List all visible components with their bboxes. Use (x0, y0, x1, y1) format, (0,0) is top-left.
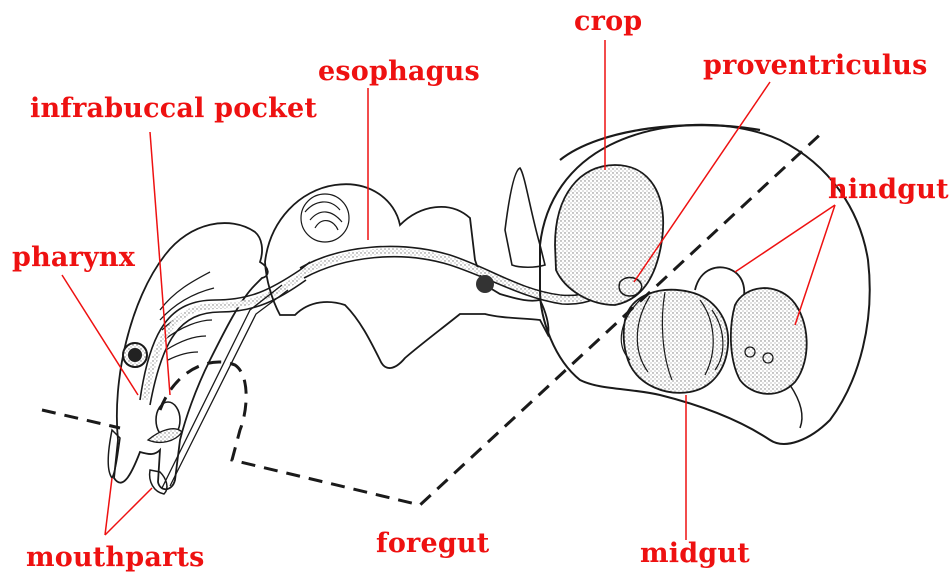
leader-hindgut-1 (735, 205, 835, 272)
label-proventriculus: proventriculus (703, 52, 928, 79)
mouthpart-lower (108, 430, 120, 478)
label-foregut: foregut (376, 530, 489, 557)
petiole-ganglion (476, 275, 494, 293)
label-mouthparts: mouthparts (26, 544, 205, 571)
crop (555, 165, 663, 305)
label-esophagus: esophagus (318, 58, 480, 85)
label-infrabuccal-pocket: infrabuccal pocket (30, 95, 317, 122)
leader-hindgut-2 (795, 205, 835, 325)
label-hindgut: hindgut (828, 176, 949, 203)
thoracic-gland (301, 194, 349, 242)
leader-mouthparts-2 (105, 488, 152, 535)
label-pharynx: pharynx (12, 244, 135, 271)
proventriculus (619, 278, 642, 297)
label-midgut: midgut (640, 540, 750, 567)
label-crop: crop (574, 8, 642, 35)
leader-mouthparts-1 (105, 478, 112, 535)
leader-pharynx (62, 275, 138, 395)
leader-proventriculus (634, 82, 770, 282)
midgut (624, 290, 729, 393)
hindgut-rectum (731, 288, 807, 394)
